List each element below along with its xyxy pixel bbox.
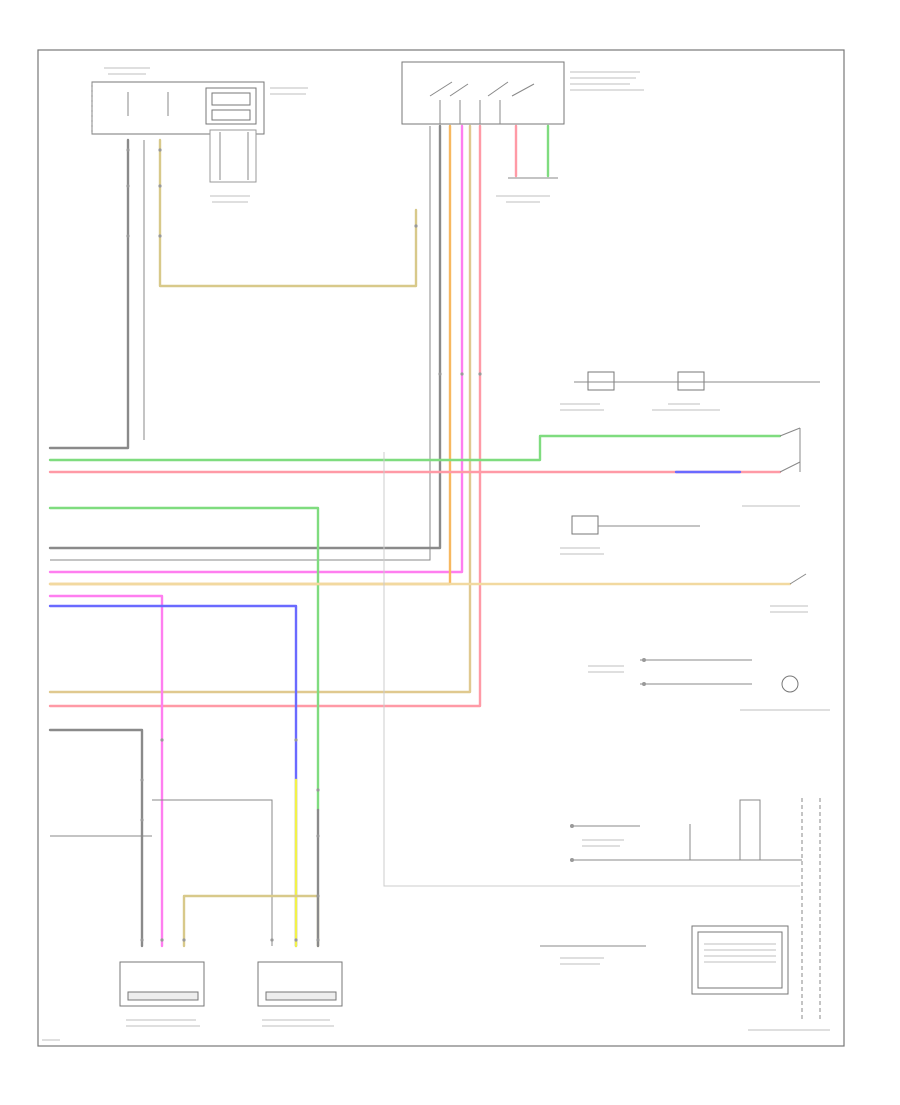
lower-left-wiring [48,728,320,948]
connector-dots [126,148,646,942]
shift-lever-assembly [401,61,565,125]
component-bottom-left [119,961,205,1007]
horizontal-signal-lines [48,434,792,948]
component-bottom-center [257,961,343,1007]
top-left-drops [48,129,418,450]
brake-lamp-connector [498,124,564,179]
fine-print-marks [42,67,830,1041]
thin-bus-line [383,452,800,887]
right-lower-bus [540,798,821,1020]
right-upper-switches [571,371,820,693]
top-left-module [91,81,265,135]
diagram-frame [37,49,845,1047]
